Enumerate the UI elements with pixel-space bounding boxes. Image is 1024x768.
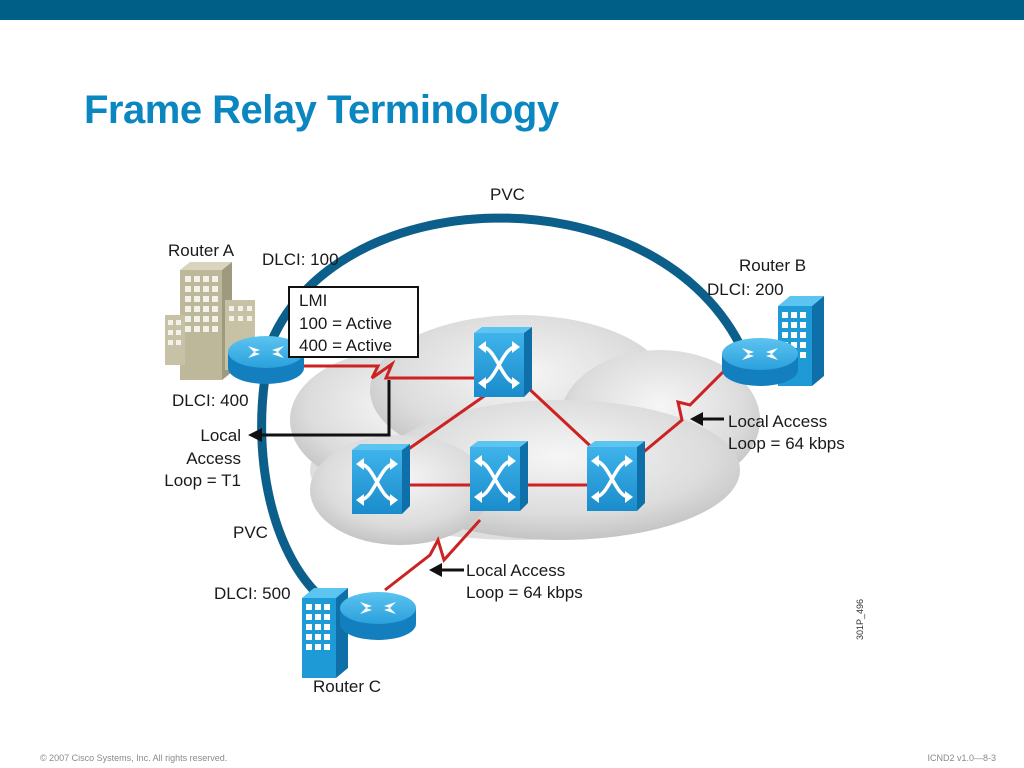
- serial-link-c: [384, 518, 482, 592]
- access-c-line2: Loop = 64 kbps: [466, 583, 583, 602]
- slide-title: Frame Relay Terminology: [84, 88, 559, 132]
- router-c-icon: [340, 592, 416, 640]
- lmi-dlci-400: 400 = Active: [299, 336, 392, 355]
- figure-id: 301P_496: [855, 599, 865, 640]
- router-a-label: Router A: [168, 241, 235, 260]
- access-c-line1: Local Access: [466, 561, 565, 580]
- access-a-line2: Access: [186, 449, 241, 468]
- frame-relay-switch-icon: [585, 439, 647, 513]
- access-a-line3: Loop = T1: [164, 471, 241, 490]
- router-b-icon: [722, 338, 798, 386]
- router-b-dlci: DLCI: 200: [707, 280, 784, 299]
- router-a-dlci-400: DLCI: 400: [172, 391, 249, 410]
- serial-link-b: [639, 363, 732, 457]
- frame-relay-switch-icon: [350, 442, 412, 516]
- access-b-line2: Loop = 64 kbps: [728, 434, 845, 453]
- access-a-line1: Local: [200, 426, 241, 445]
- lmi-dlci-100: 100 = Active: [299, 314, 392, 333]
- frame-relay-switch-icon: [472, 325, 534, 399]
- frame-relay-switch-icon: [468, 439, 530, 513]
- building-icon: [302, 588, 348, 678]
- serial-link-a: [300, 359, 478, 380]
- pvc-left-label: PVC: [233, 523, 268, 542]
- lmi-title: LMI: [299, 291, 327, 310]
- access-b-line1: Local Access: [728, 412, 827, 431]
- arrow-access-c: [429, 563, 464, 577]
- serial-links: [300, 359, 732, 592]
- course-page-footer: ICND2 v1.0—8-3: [927, 753, 996, 763]
- lmi-box: LMI 100 = Active 400 = Active: [288, 286, 419, 358]
- router-c-label: Router C: [313, 677, 381, 696]
- router-a-dlci-100: DLCI: 100: [262, 250, 339, 269]
- top-bar: [0, 0, 1024, 20]
- copyright-footer: © 2007 Cisco Systems, Inc. All rights re…: [40, 753, 228, 763]
- pvc-top-label: PVC: [490, 185, 525, 204]
- router-c-dlci: DLCI: 500: [214, 584, 291, 603]
- router-b-label: Router B: [739, 256, 806, 275]
- arrow-access-b: [690, 412, 724, 426]
- pvc-arc-a-c: [257, 359, 333, 609]
- arrow-access-a: [248, 380, 391, 442]
